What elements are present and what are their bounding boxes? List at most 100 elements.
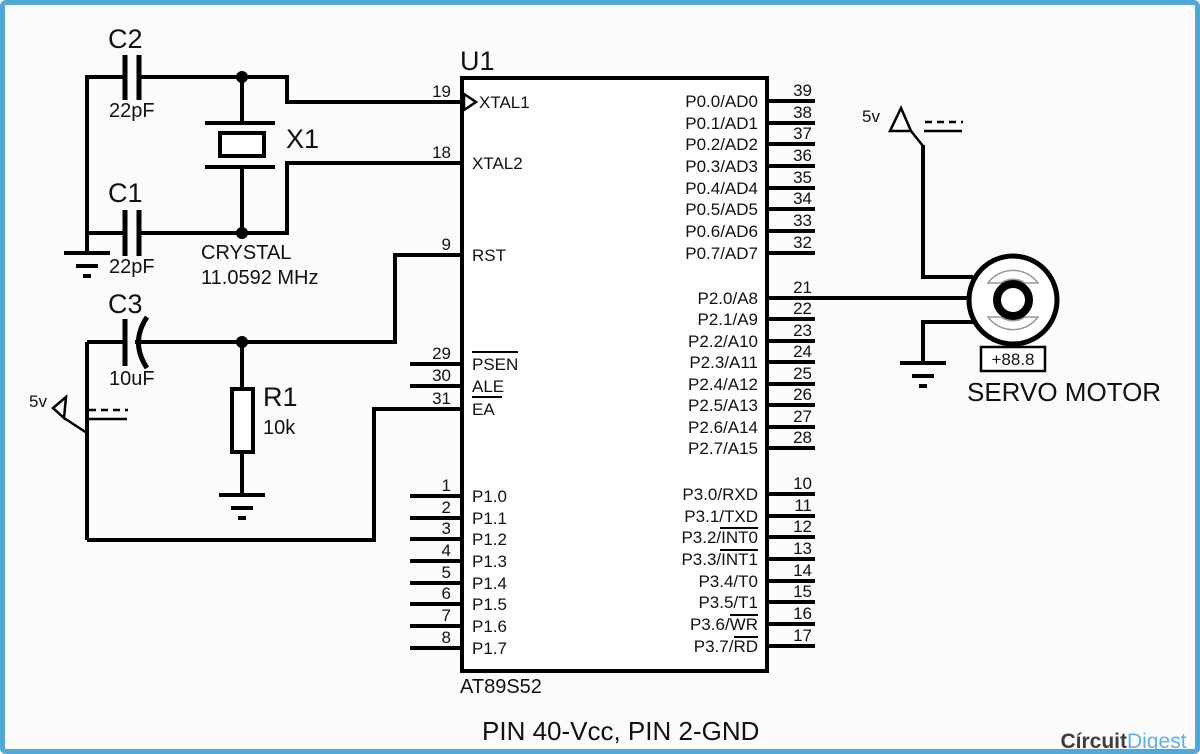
pin-label: P3.6/WR [690,615,758,634]
pin-label: P2.0/A8 [698,289,759,308]
pin-number: 2 [442,498,451,517]
pin-label: P0.2/AD2 [685,135,758,154]
capacitor-c3: C3 10uF [108,289,155,390]
pin-rst: 9 RST [410,235,506,265]
pin-p0-1: 38 P0.1/AD1 [685,103,815,133]
pin-p3-3: 13 P3.3/INT1 [681,539,815,569]
pin-p1-2: 3 P1.2 [410,519,507,549]
pin-label: P0.6/AD6 [685,222,758,241]
pin-label: P2.7/A15 [688,439,758,458]
pin-p0-6: 33 P0.6/AD6 [685,211,815,241]
wire-c2-to-xtal1 [141,75,462,104]
pin-number: 23 [793,321,812,340]
pin-number: 37 [793,124,812,143]
crystal-name: CRYSTAL [201,242,291,264]
pin-label: P0.4/AD4 [685,179,758,198]
pin-p0-2: 37 P0.2/AD2 [685,124,815,154]
pin-number: 38 [793,103,812,122]
pin-p2-7: 28 P2.7/A15 [688,428,815,458]
pin-number: 30 [432,366,451,385]
pin-label: P3.4/T0 [698,572,758,591]
pin-number: 12 [793,517,812,536]
pin-label: P2.4/A12 [688,375,758,394]
component-ref: C2 [108,24,143,54]
logo-text-circuit: Círcuit [1060,730,1127,753]
ground-symbol [900,361,946,388]
component-value: 10uF [109,368,155,390]
pin-number: 3 [442,519,451,538]
pin-number: 21 [793,278,812,297]
power-label: 5v [29,392,47,411]
pin-p1-4: 5 P1.4 [410,563,507,593]
crystal-body [218,131,266,158]
pin-number: 6 [442,584,451,603]
pin-p0-5: 34 P0.5/AD5 [685,189,815,219]
pin-label: P3.1/TXD [684,507,758,526]
pin-number: 31 [432,389,451,408]
pin-label: P0.0/AD0 [685,92,758,111]
circuitdigest-logo: Círcuit Digest [1060,730,1186,753]
pin-number: 36 [793,146,812,165]
pin-p2-2: 23 P2.2/A10 [688,321,815,351]
pin-label: P1.4 [472,574,507,593]
pin-label: P1.6 [472,617,507,636]
pin-label: P0.1/AD1 [685,114,758,133]
pin-p1-3: 4 P1.3 [410,541,507,571]
pin-label: P2.5/A13 [688,396,758,415]
servo-spline-arc [986,269,1040,284]
pin-label: RST [472,246,506,265]
pin-p2-3: 24 P2.3/A11 [689,342,815,372]
pin-number: 13 [793,539,812,558]
pin-label: PSEN [472,355,518,374]
pin-label: XTAL1 [479,93,530,112]
pin-number: 24 [793,342,812,361]
component-ref: X1 [286,124,319,154]
pin-p3-0: 10 P3.0/RXD [682,474,815,504]
pin-number: 39 [793,81,812,100]
pin-p1-6: 7 P1.6 [410,606,507,636]
pin-number: 17 [793,626,812,645]
pin-number: 10 [793,474,812,493]
resistor-r1: R1 10k [230,382,298,454]
pin-xtal2: 18 XTAL2 [410,143,523,173]
pin-label: P3.3/INT1 [681,550,758,569]
pin-p2-6: 27 P2.6/A14 [688,407,815,437]
pin-p1-0: 1 P1.0 [410,476,507,506]
mcu-body [460,76,769,673]
component-ref: R1 [263,382,298,412]
pin-p0-4: 35 P0.4/AD4 [685,168,815,198]
power-5v-servo: 5v [862,104,963,147]
servo-motor: +88.8 SERVO MOTOR [966,253,1161,407]
component-value: 10k [263,417,296,439]
pin-p2-4: 25 P2.4/A12 [688,364,815,394]
capacitor-curved-plate [136,315,150,370]
pin-number: 25 [793,364,812,383]
pin-label: P2.6/A14 [688,418,758,437]
pin-label: ALE [472,377,504,396]
power-arrow-icon [888,104,913,133]
component-ref: C3 [108,289,143,319]
junction-dot [236,71,248,83]
junction-dot [236,227,248,239]
capacitor-c2: C2 22pF [108,24,155,122]
pin-number: 32 [793,233,812,252]
pin-p0-7: 32 P0.7/AD7 [685,233,815,263]
pin-p3-5: 15 P3.5/T1 [698,582,815,612]
pin-label: P1.2 [472,530,507,549]
wire-servo-gnd [921,320,973,363]
servo-angle-value: +88.8 [991,350,1034,369]
wire-servo-vcc [921,145,973,279]
pin-number: 9 [442,235,451,254]
power-tail [63,416,88,435]
pin-label: P3.7/RD [694,637,758,656]
pin-number: 14 [793,561,812,580]
mcu-u1: U1 AT89S52 19 XTAL1 18 XTAL2 9 RST 29 PS… [410,46,815,698]
pin-p1-7: 8 P1.7 [410,628,507,658]
pin-number: 19 [432,82,451,101]
crystal-frequency: 11.0592 MHz [201,267,318,289]
servo-spline-arc [986,316,1040,331]
capacitor-c1: C1 22pF [108,178,155,278]
pin-number: 28 [793,428,812,447]
pin-p3-7: 17 P3.7/RD [694,626,815,656]
